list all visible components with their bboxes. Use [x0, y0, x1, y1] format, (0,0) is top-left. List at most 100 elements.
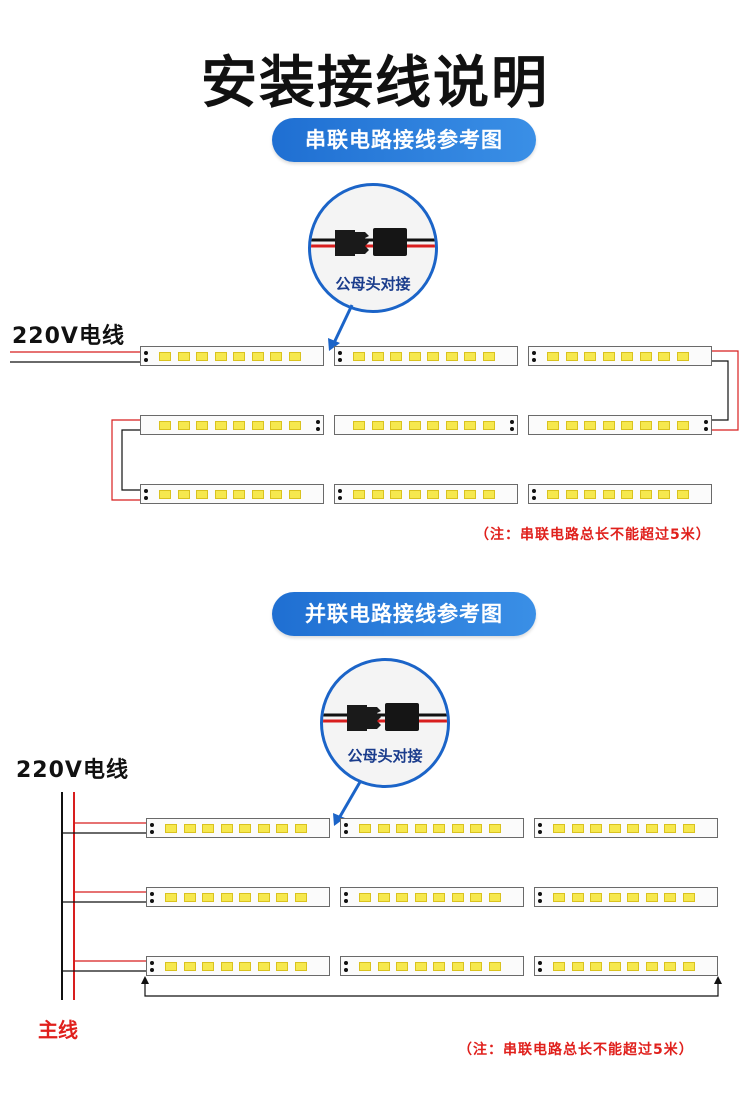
led-chip — [202, 962, 214, 971]
led-strip — [528, 415, 712, 435]
led-chip — [377, 893, 390, 902]
solder-pad — [538, 892, 542, 896]
led-chip — [639, 421, 652, 430]
led-chip — [196, 421, 208, 430]
solder-pad — [538, 899, 542, 903]
led-chip — [276, 824, 288, 833]
led-chip — [482, 490, 495, 499]
led-chip — [658, 421, 670, 430]
led-chip — [433, 824, 445, 833]
led-chip — [482, 421, 495, 430]
led-chip — [627, 824, 639, 833]
led-chip — [220, 962, 233, 971]
led-chip — [676, 352, 689, 361]
led-chip — [202, 893, 214, 902]
led-chip — [565, 421, 578, 430]
led-chip — [288, 421, 301, 430]
led-chip — [682, 962, 695, 971]
parallel-note: （注：串联电路总长不能超过5米） — [458, 1042, 694, 1058]
led-chip — [451, 962, 464, 971]
led-chip — [270, 421, 282, 430]
led-chip — [165, 962, 177, 971]
led-chip — [377, 962, 390, 971]
led-chip — [220, 824, 233, 833]
led-chip — [159, 352, 171, 361]
main-line-label: 主线 — [38, 1018, 78, 1042]
led-chip — [294, 824, 307, 833]
led-chip — [451, 893, 464, 902]
led-chip — [433, 893, 445, 902]
solder-pad — [150, 968, 154, 972]
male-female-connector-icon — [311, 228, 435, 256]
led-strip — [528, 346, 712, 366]
led-chip — [270, 352, 282, 361]
led-chip — [433, 962, 445, 971]
led-chip — [488, 962, 501, 971]
led-chip — [183, 962, 196, 971]
led-chip — [627, 962, 639, 971]
solder-pad — [532, 489, 536, 493]
led-chip — [377, 824, 390, 833]
solder-pad — [344, 968, 348, 972]
led-chip — [571, 893, 584, 902]
solder-pad — [532, 358, 536, 362]
solder-pad — [704, 420, 708, 424]
solder-pad — [344, 961, 348, 965]
solder-pad — [338, 489, 342, 493]
led-chip — [214, 421, 227, 430]
led-chip — [464, 352, 476, 361]
solder-pad — [704, 427, 708, 431]
solder-pad — [344, 892, 348, 896]
led-chip — [645, 824, 658, 833]
solder-pad — [344, 830, 348, 834]
led-chip — [608, 824, 621, 833]
led-strip — [334, 346, 518, 366]
solder-pad — [150, 892, 154, 896]
led-chip — [408, 421, 421, 430]
connector-bubble-series — [308, 183, 438, 313]
led-chip — [353, 421, 365, 430]
led-strip — [528, 484, 712, 504]
led-chip — [584, 490, 596, 499]
led-strip — [534, 818, 718, 838]
led-chip — [621, 352, 633, 361]
led-chip — [445, 421, 458, 430]
led-strip — [140, 415, 324, 435]
led-chip — [553, 893, 565, 902]
led-chip — [464, 490, 476, 499]
solder-pad — [150, 830, 154, 834]
led-chip — [371, 352, 384, 361]
led-chip — [488, 893, 501, 902]
series-pointer-arrow — [331, 304, 354, 346]
led-chip — [359, 893, 371, 902]
solder-pad — [150, 961, 154, 965]
led-chip — [196, 352, 208, 361]
led-chip — [257, 824, 270, 833]
led-chip — [547, 490, 559, 499]
series-note: （注：串联电路总长不能超过5米） — [475, 527, 711, 543]
led-chip — [276, 893, 288, 902]
led-chip — [396, 893, 408, 902]
solder-pad — [538, 830, 542, 834]
led-chip — [565, 352, 578, 361]
led-chip — [470, 824, 482, 833]
led-chip — [288, 352, 301, 361]
led-chip — [183, 824, 196, 833]
led-chip — [359, 962, 371, 971]
led-chip — [676, 421, 689, 430]
led-chip — [177, 490, 190, 499]
led-chip — [294, 893, 307, 902]
parallel-pointer-arrow — [336, 781, 362, 821]
led-chip — [676, 490, 689, 499]
parallel-voltage-label: 220V电线 — [16, 758, 129, 783]
solder-pad — [338, 358, 342, 362]
solder-pad — [338, 351, 342, 355]
led-chip — [664, 962, 676, 971]
solder-pad — [144, 489, 148, 493]
led-strip — [340, 887, 524, 907]
male-female-connector-icon — [323, 703, 447, 731]
led-chip — [445, 352, 458, 361]
led-chip — [464, 421, 476, 430]
led-strip — [334, 484, 518, 504]
solder-pad — [150, 823, 154, 827]
